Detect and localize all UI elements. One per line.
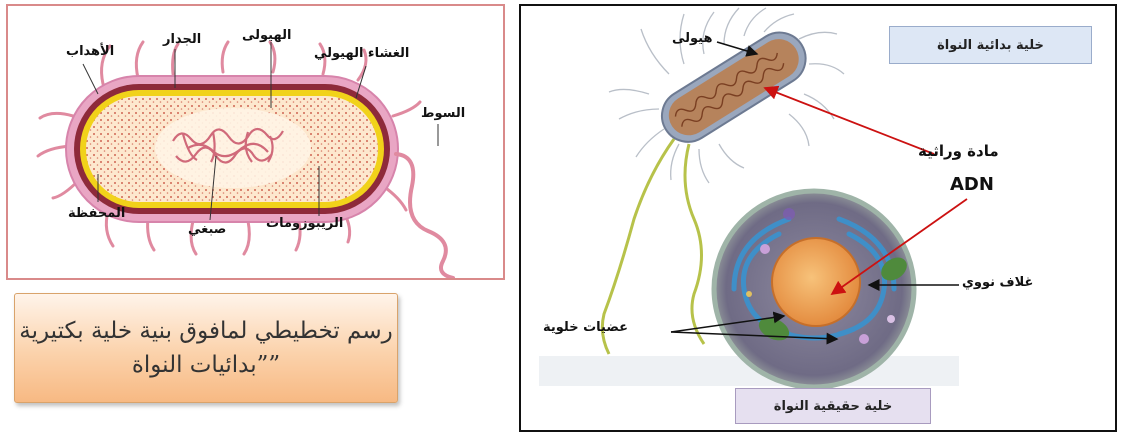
nucleoid-area: [155, 108, 311, 188]
label-cytoplasm: الهيولى: [242, 28, 291, 43]
label-flagellum: السوط: [421, 106, 465, 121]
flagellum-tail: [396, 154, 453, 278]
label-chromatin: صبغي: [188, 222, 226, 237]
label-wall: الجدار: [163, 32, 201, 47]
prokaryote-label-box: خلية بدائية النواة: [889, 26, 1092, 64]
bacterium-diagram-panel: الهيولى الجدار الأهداب الغشاء الهيولي ال…: [6, 4, 505, 280]
label-cell-membrane: الغشاء الهيولي: [314, 46, 409, 61]
arrow-genetic-material-1: [765, 88, 934, 154]
eukaryote-nucleus: [772, 238, 860, 326]
caption-line-2: ””بدائيات النواة: [132, 348, 280, 382]
label-capsule: المحفظة: [68, 206, 125, 221]
label-ribosomes: الريبوزومات: [266, 216, 343, 231]
eukaryote-label-box: خلية حقيقية النواة: [735, 388, 931, 424]
label-pili: الأهداب: [66, 44, 114, 59]
prokaryote-flagellum-2: [685, 144, 704, 344]
label-organelles: عضيات خلوية: [543, 320, 628, 335]
caption-box: رسم تخطيطي لمافوق بنية خلية بكتيرية ””بد…: [14, 293, 398, 403]
caption-line-1: رسم تخطيطي لمافوق بنية خلية بكتيرية: [19, 314, 393, 348]
cell-comparison-illustration: [519, 4, 1117, 432]
label-genetic-material: مادة وراثية: [918, 142, 999, 160]
label-dna: ADN: [950, 174, 994, 195]
label-prokaryote-cytoplasm: هيولى: [672, 31, 713, 46]
label-nuclear-envelope: غلاف نووي: [962, 275, 1033, 290]
